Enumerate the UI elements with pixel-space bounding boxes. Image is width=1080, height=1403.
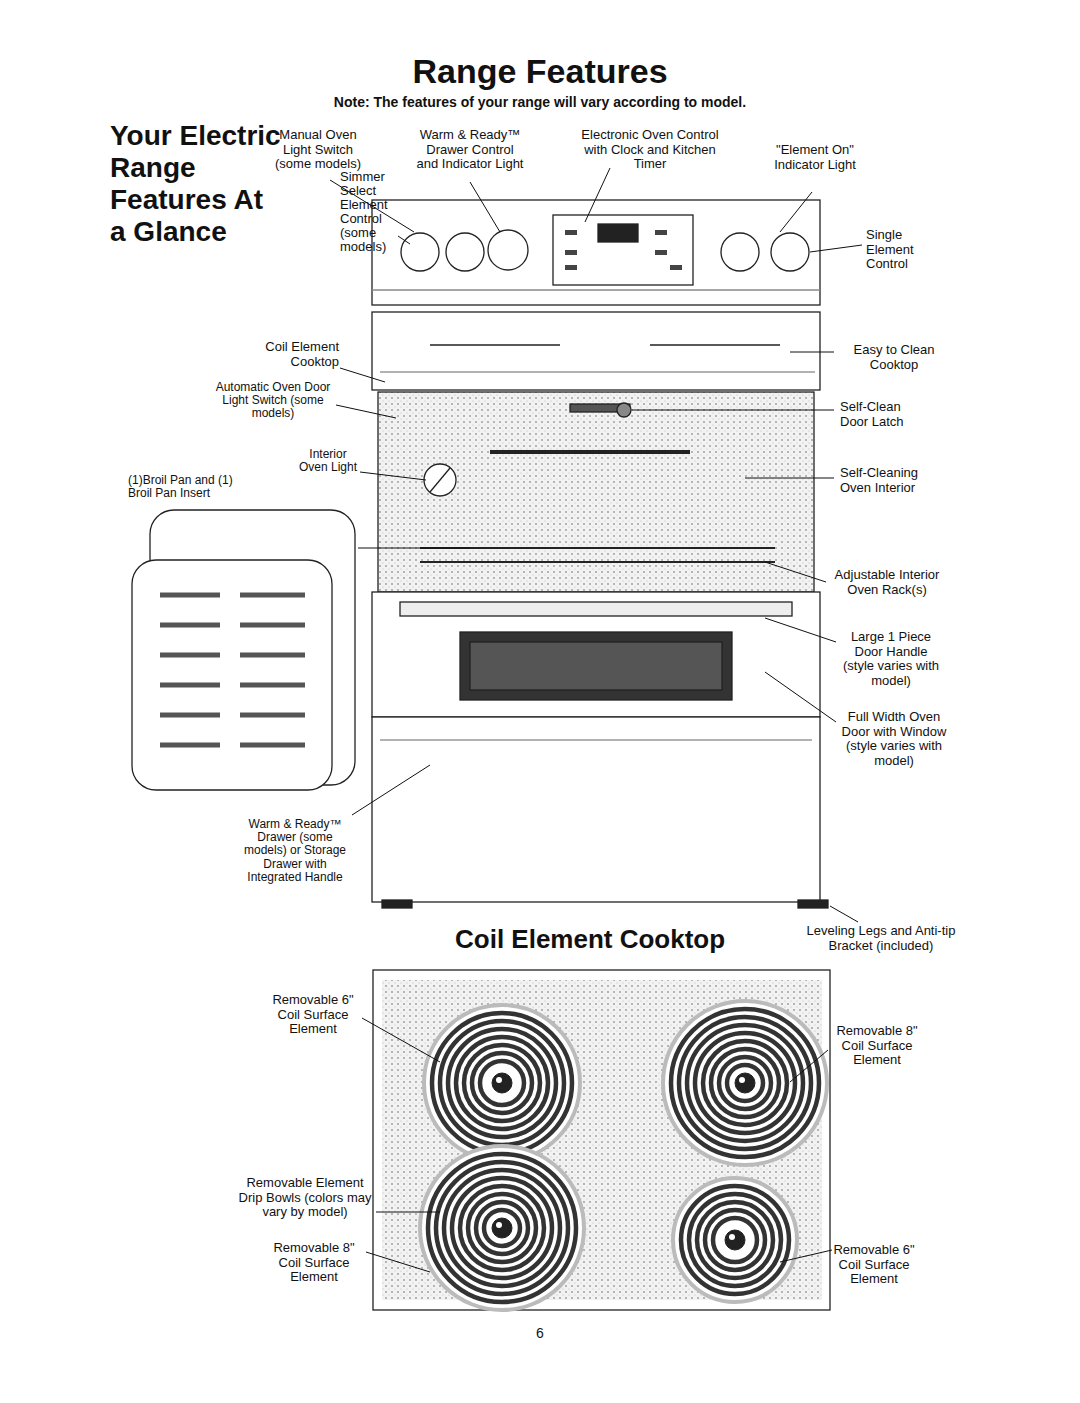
side-heading: Your Electric Range Features At a Glance bbox=[110, 120, 282, 248]
oven-door bbox=[372, 592, 820, 717]
callout: Removable Element Drip Bowls (colors may… bbox=[236, 1176, 374, 1220]
callout: Automatic Oven Door Light Switch (some m… bbox=[212, 381, 334, 421]
callout: Self-Clean Door Latch bbox=[840, 400, 932, 429]
callout: Warm & Ready™ Drawer Control and Indicat… bbox=[415, 128, 525, 172]
oven-light bbox=[424, 464, 456, 496]
callout: Coil Element Cooktop bbox=[255, 340, 339, 369]
callout: "Element On" Indicator Light bbox=[770, 143, 860, 172]
callout: Removable 6" Coil Surface Element bbox=[826, 1243, 922, 1287]
oven-window bbox=[460, 632, 732, 700]
callout: Full Width Oven Door with Window (style … bbox=[838, 710, 950, 768]
callout: Large 1 Piece Door Handle (style varies … bbox=[838, 630, 944, 688]
broil-pan bbox=[132, 510, 355, 790]
coil-element bbox=[673, 1178, 797, 1302]
callout: Easy to Clean Cooktop bbox=[838, 343, 950, 372]
callout: Simmer Select Element Control (some mode… bbox=[340, 170, 398, 254]
callout: Leveling Legs and Anti-tip Bracket (incl… bbox=[790, 924, 972, 953]
oven-interior bbox=[378, 392, 814, 592]
oven-rack bbox=[420, 547, 775, 549]
page-title: Range Features bbox=[240, 52, 840, 91]
callout: Manual Oven Light Switch (some models) bbox=[273, 128, 363, 172]
cooktop-top bbox=[373, 970, 830, 1310]
note: Note: The features of your range will va… bbox=[190, 94, 890, 111]
coil-element bbox=[420, 1146, 584, 1310]
callout: Warm & Ready™ Drawer (some models) or St… bbox=[236, 818, 354, 884]
leader-lines bbox=[330, 168, 862, 1272]
coil-element bbox=[663, 1001, 827, 1165]
callout: Single Element Control bbox=[866, 228, 930, 272]
callout: Adjustable Interior Oven Rack(s) bbox=[828, 568, 946, 597]
drawer bbox=[372, 717, 820, 902]
callout: Electronic Oven Control with Clock and K… bbox=[575, 128, 725, 172]
callout: Removable 6" Coil Surface Element bbox=[268, 993, 358, 1037]
callout: Interior Oven Light bbox=[298, 448, 358, 474]
callout: Removable 8" Coil Surface Element bbox=[266, 1241, 362, 1285]
electronic-control bbox=[553, 215, 693, 285]
callout: (1)Broil Pan and (1) Broil Pan Insert bbox=[128, 474, 253, 500]
callout: Self-Cleaning Oven Interior bbox=[840, 466, 952, 495]
cooktop-edge bbox=[372, 312, 820, 390]
coil-element bbox=[424, 1005, 580, 1161]
callout: Removable 8" Coil Surface Element bbox=[830, 1024, 924, 1068]
control-panel bbox=[372, 200, 820, 305]
section-heading: Coil Element Cooktop bbox=[455, 925, 775, 954]
knob bbox=[401, 233, 439, 271]
page-number: 6 bbox=[520, 1326, 560, 1342]
